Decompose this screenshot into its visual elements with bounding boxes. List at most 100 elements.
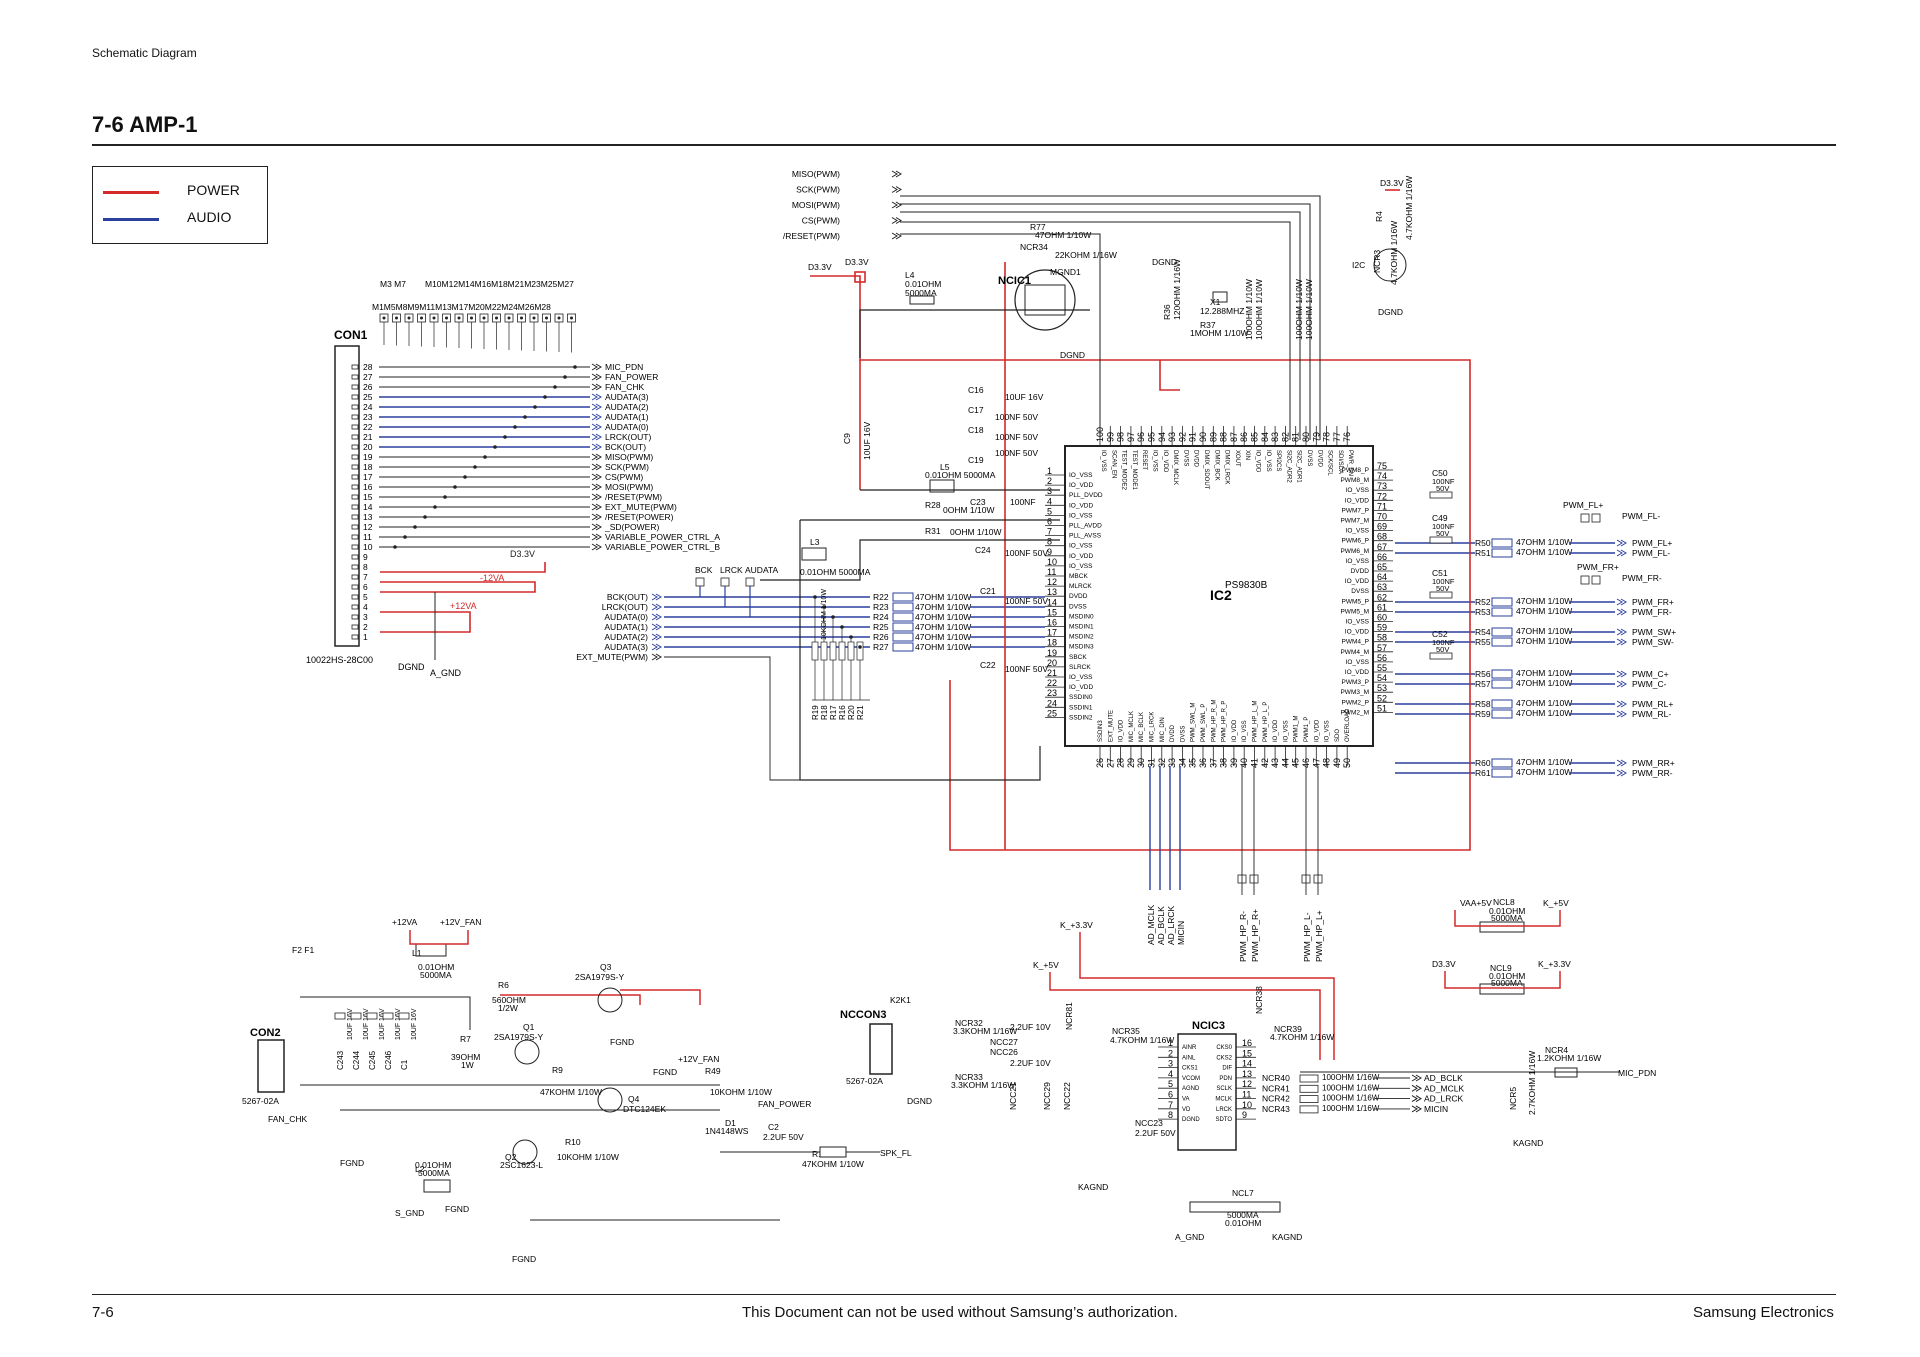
decoupling-cap (1429, 491, 1453, 499)
ic2-pin-number: 27 (1105, 758, 1115, 768)
pulldown-resistor (811, 641, 819, 661)
ic2-pin-number: 22 (1047, 678, 1057, 688)
mgnd-ref: MGND1 (1050, 267, 1081, 277)
ic2-pin-name: DMIX_SDOUT (1203, 450, 1209, 490)
ncr-resistor (1299, 1074, 1319, 1083)
ic3-pin-number: 16 (1242, 1038, 1252, 1048)
c22-val: 100NF 50V (1005, 664, 1048, 674)
l4-val2: 5000MA (905, 288, 937, 298)
ic2-pin-name: PWM2_M (1340, 709, 1369, 716)
r7-v2: 1W (461, 1060, 474, 1070)
section-title: 7-6 AMP-1 (92, 112, 198, 137)
testpoint-square (1580, 575, 1590, 585)
con1-pin-stub (351, 384, 359, 390)
ic2-pin-number: 31 (1147, 758, 1157, 768)
con1-pin-number: 12 (363, 522, 373, 532)
ic2-pin-number: 5 (1047, 506, 1052, 516)
junction-dot (840, 625, 844, 629)
mic-pdn-label: MIC_PDN (1618, 1068, 1656, 1078)
ic2-pin-number: 39 (1229, 758, 1239, 768)
ic2-pin-number: 23 (1047, 688, 1057, 698)
ic2-pin-number: 18 (1047, 638, 1057, 648)
l4-ref: L4 (905, 270, 915, 280)
testpoint-dot (495, 316, 498, 320)
ic2-pin-number: 98 (1116, 432, 1126, 442)
ic2-pin-name: PWM4_M (1340, 649, 1369, 656)
ic2-pin-name: DVDD (1351, 568, 1370, 575)
ic2-pin-number: 45 (1291, 758, 1301, 768)
junction-dot (483, 455, 487, 459)
ic2-pin-name: PWM_HP_L_P (1263, 702, 1269, 742)
ic2-pin-name: DVDD (1170, 724, 1176, 742)
mic-kagnd2: KAGND (1272, 1232, 1302, 1242)
ncr5-val: 2.7KOHM 1/16W (1527, 1051, 1537, 1115)
ic2-pin-number: 53 (1377, 683, 1387, 693)
net-arrow (1411, 1084, 1422, 1092)
input-testpoint-label: BCK (695, 565, 713, 575)
pulldown-value: 10KOHM 1/10W (821, 589, 828, 640)
ic2-pin-number: 51 (1377, 703, 1387, 713)
con1-pin-stub (351, 364, 359, 370)
ic2-pin-name: IO_VSS (1069, 563, 1093, 570)
c2-ref: C2 (768, 1122, 779, 1132)
nccon3-ref: NCCON3 (840, 1009, 886, 1021)
con1-signal-label: FAN_POWER (605, 372, 658, 382)
testpoint-dot (420, 316, 423, 320)
testpoint-dot (570, 316, 573, 320)
testpoint-square (720, 577, 730, 587)
net-arrow (591, 483, 602, 491)
junction-dot (831, 615, 835, 619)
ic2-pin-name: SLRCK (1069, 664, 1091, 671)
pwm-output-net: PWM_SW+ (1632, 627, 1676, 637)
con1-pin-stub (351, 394, 359, 400)
ic2-pin-number: 56 (1377, 653, 1387, 663)
net-arrow (651, 633, 662, 641)
testpoint-square (1301, 874, 1311, 884)
ic2-pin-number: 86 (1239, 432, 1249, 442)
pulldown-ref: R19 (811, 705, 820, 720)
testpoint-square (695, 577, 705, 587)
ncl8-ref: NCL8 (1493, 897, 1515, 907)
pwm-output-net: PWM_RR- (1632, 768, 1673, 778)
con1-tp-top2: M10M12M14M16M18M21M23M25M27 (425, 279, 574, 289)
ic2-pin-name: DVDD (1193, 450, 1199, 468)
ic2-pin-name: TEST_MODE2 (1121, 450, 1127, 491)
pwm-output-net: PWM_FR- (1632, 607, 1672, 617)
ic2-pin-name: PWM_SWL_P (1201, 704, 1207, 742)
ic2-pin-name: PWM3_P (1342, 679, 1369, 686)
ncr38-ref: NCR38 (1254, 986, 1264, 1014)
ic2-pin-number: 24 (1047, 698, 1057, 708)
con1-pin-number: 8 (363, 562, 368, 572)
ic3-pin-number: 1 (1168, 1038, 1173, 1048)
con1-pin-stub (351, 564, 359, 570)
con1-agnd-label: A_GND (430, 668, 462, 678)
testpoint-square (1237, 874, 1247, 884)
q4-part: DTC124EK (623, 1104, 666, 1114)
pwm-output-net: PWM_RL- (1632, 709, 1671, 719)
con1-pin-stub (351, 444, 359, 450)
ic2-pin-number: 64 (1377, 572, 1387, 582)
ic2-pin-name: PWM7_M (1340, 518, 1369, 525)
ncc23-val: 2.2UF 50V (1135, 1128, 1176, 1138)
ic2-input-label: AUDATA(0) (604, 612, 648, 622)
input-testpoint-label: LRCK (720, 565, 743, 575)
con1-pin-number: 24 (363, 402, 373, 412)
pwm-testpoint-label: PWM_FR- (1622, 573, 1662, 583)
series-resistor (892, 602, 914, 612)
ncr-ref: NCR40 (1262, 1073, 1290, 1083)
fan-capacitor (366, 1012, 378, 1020)
r28-ref: R28 (925, 500, 941, 510)
ic2-pin-name: IO_VDD (1069, 482, 1094, 489)
net-arrow (891, 201, 902, 209)
d33b-label: D3.3V (1380, 178, 1404, 188)
ic2-pin-name: IO_VDD (1273, 719, 1279, 742)
testpoint-dot (457, 316, 461, 320)
ic2-pin-number: 99 (1105, 432, 1115, 442)
junction-dot (403, 535, 407, 539)
con1-pin-stub (351, 434, 359, 440)
series-resistor (892, 592, 914, 602)
r7-ref: R7 (460, 1034, 471, 1044)
testpoint-dot (445, 316, 448, 320)
output-resistor-value: 47OHM 1/10W (1516, 678, 1572, 688)
r10-ref: R10 (565, 1137, 581, 1147)
